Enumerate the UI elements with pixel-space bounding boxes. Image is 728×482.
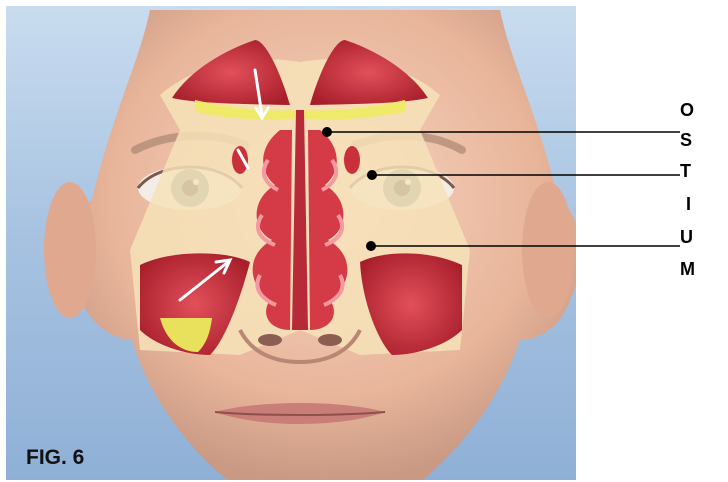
ostium-letter: O xyxy=(680,100,710,120)
ethmoid-cell-right xyxy=(344,146,360,174)
ostium-letter: I xyxy=(680,194,716,214)
left-nostril xyxy=(258,334,282,346)
ostium-letter: T xyxy=(680,161,710,181)
ethmoid-cell-left xyxy=(232,146,248,174)
ostium-letter: U xyxy=(680,227,710,247)
left-ear xyxy=(44,182,96,318)
ostium-letter: M xyxy=(680,259,710,279)
figure-label: FIG. 6 xyxy=(26,446,84,470)
ostium-letter: S xyxy=(680,130,710,150)
right-nostril xyxy=(318,334,342,346)
right-ear xyxy=(522,182,574,318)
